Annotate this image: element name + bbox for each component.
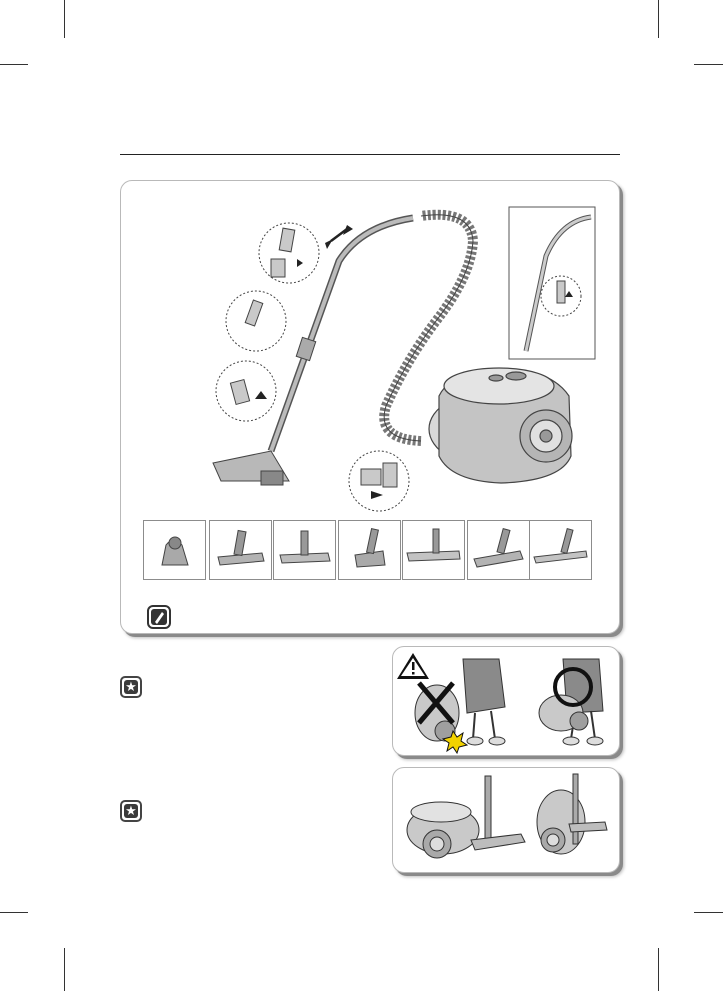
slim-floor-brush-icon (530, 521, 591, 579)
attachment-thumbnail (467, 520, 530, 580)
crop-mark (694, 64, 723, 65)
floor-nozzle-icon (468, 521, 529, 579)
crop-mark (658, 948, 659, 991)
crop-mark (694, 912, 723, 913)
vertical-and-horizontal-storage (393, 768, 619, 872)
turbo-brush-icon (144, 521, 205, 579)
tip-illustration-panel (392, 646, 620, 756)
storage-illustration-panel (392, 767, 620, 873)
attachment-thumbnail (402, 520, 465, 580)
vacuum-body (429, 368, 572, 483)
attachment-thumbnail (209, 520, 272, 580)
attachment-thumbnail (273, 520, 336, 580)
crop-mark (0, 912, 28, 913)
floor-nozzle-wheels-icon (210, 521, 271, 579)
mini-turbo-brush-icon (339, 521, 400, 579)
parquet-brush-icon (274, 521, 335, 579)
star-icon: ★ (120, 676, 142, 698)
do-not-carry-by-hose-warning (393, 647, 619, 755)
attachment-thumbnail (143, 520, 206, 580)
assembly-panel (120, 180, 620, 634)
attachment-thumbnail (529, 520, 592, 580)
floor-nozzle (213, 451, 289, 485)
attachment-thumbnail (338, 520, 401, 580)
star-icon: ★ (120, 800, 142, 822)
crop-mark (0, 64, 28, 65)
crop-mark (64, 0, 65, 38)
note-pencil-icon (147, 605, 171, 629)
crop-mark (64, 948, 65, 991)
crop-mark (658, 0, 659, 38)
hard-floor-brush-icon (403, 521, 464, 579)
header-rule (120, 154, 620, 155)
